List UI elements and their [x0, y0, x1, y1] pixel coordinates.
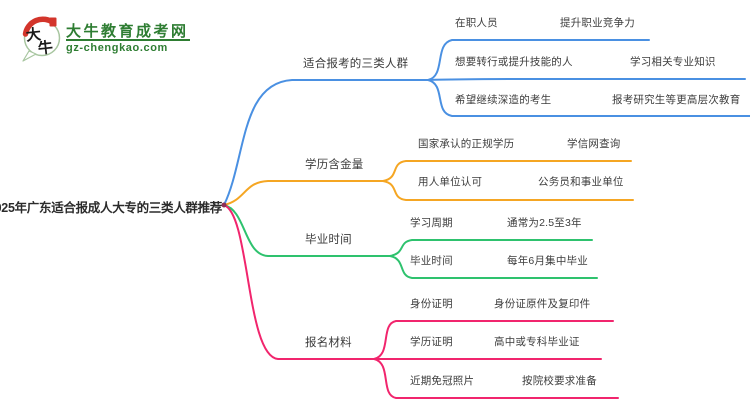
branch4-child3-right: 按院校要求准备 [522, 375, 597, 387]
branch3-child1-left: 学习周期 [410, 217, 453, 229]
logo-separator [66, 39, 190, 41]
branch4-child2-left: 学历证明 [410, 336, 453, 348]
branch1-child3-line [427, 79, 750, 117]
site-name: 大牛教育成考网 [66, 23, 189, 40]
branch3-parent-line [223, 204, 391, 257]
root-point [221, 202, 227, 208]
site-url: gz-chengkao.com [66, 42, 168, 54]
branch1-child1-line [427, 39, 650, 81]
branch3-child2-left: 毕业时间 [410, 255, 453, 267]
logo-char-1: 大 [25, 25, 42, 44]
branch4-label: 报名材料 [305, 337, 352, 349]
branch4-child1-right: 身份证原件及复印件 [494, 298, 591, 310]
branch4-child3-line [373, 358, 619, 399]
branch3-child1-line [389, 239, 593, 257]
branch4-child1-line [373, 320, 614, 360]
branch2-child2-line [382, 180, 634, 201]
branch2-label: 学历含金量 [305, 159, 364, 171]
branch1-child1-right: 提升职业竞争力 [560, 17, 635, 29]
branch4-child3-left: 近期免冠照片 [410, 375, 475, 387]
branch1-child2-right: 学习相关专业知识 [630, 56, 716, 68]
branch1-child3-left: 希望继续深造的考生 [455, 94, 552, 106]
root-topic: 2025年广东适合报成人大专的三类人群推荐 [0, 201, 222, 215]
branch2-child1-left: 国家承认的正规学历 [418, 138, 515, 150]
branch2-child1-line [382, 160, 632, 182]
branch1-child1-left: 在职人员 [455, 17, 498, 29]
branch3-label: 毕业时间 [305, 234, 352, 246]
logo-char-2: 牛 [37, 38, 54, 57]
branch2-child2-right: 公务员和事业单位 [538, 176, 624, 188]
branch1-child3-right: 报考研究生等更高层次教育 [612, 94, 741, 106]
branch1-label: 适合报考的三类人群 [303, 58, 409, 70]
logo-bubble-icon: 大 牛 [22, 16, 61, 62]
branch1-parent-line [223, 79, 429, 206]
branch3-child2-line [389, 255, 598, 279]
branch2-child2-left: 用人单位认可 [418, 176, 483, 188]
branch2-child1-right: 学信网查询 [567, 138, 621, 150]
site-logo: 大 牛 大牛教育成考网 gz-chengkao.com [0, 0, 260, 70]
branch1-child2-line [427, 78, 746, 81]
branch2-parent-line [223, 180, 384, 206]
branch3-child1-right: 通常为2.5至3年 [507, 217, 582, 229]
branch4-parent-line [223, 204, 375, 360]
branch4-child1-left: 身份证明 [410, 298, 453, 310]
branch3-child2-right: 每年6月集中毕业 [507, 255, 588, 267]
branch4-child2-right: 高中或专科毕业证 [494, 336, 580, 348]
branch1-child2-left: 想要转行或提升技能的人 [455, 56, 573, 68]
